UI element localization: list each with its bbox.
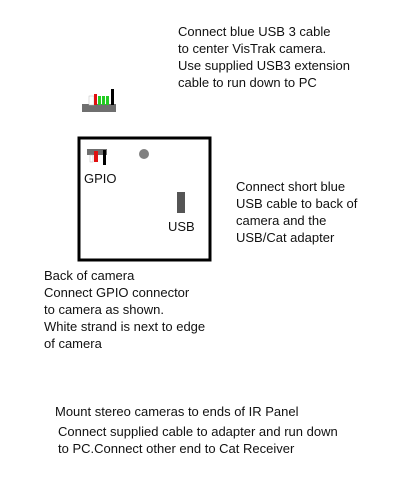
note-mount-stereo-cameras: Mount stereo cameras to ends of IR Panel (55, 404, 299, 419)
gpio-port-icon (87, 149, 107, 165)
wire-black (111, 89, 114, 105)
note-supplied-cable: Connect supplied cable to adapter and ru… (58, 424, 338, 456)
camera-lens-icon (139, 149, 149, 159)
wire-green-3 (106, 96, 109, 105)
gpio-port-white-pin (89, 154, 94, 163)
wire-red (94, 94, 97, 105)
gpio-connector-with-wires-icon (82, 89, 116, 112)
usb-label: USB (168, 219, 195, 234)
wire-white (88, 95, 95, 106)
usb-port-icon (177, 192, 185, 213)
camera-back-outline (77, 136, 212, 262)
gpio-port-black-pin (103, 150, 106, 165)
gpio-port-red-pin (94, 151, 98, 162)
note-usb3-cable: Connect blue USB 3 cable to center VisTr… (178, 24, 350, 90)
note-short-usb-cable: Connect short blue USB cable to back of … (236, 179, 358, 245)
connector-base (82, 104, 116, 112)
wire-green-2 (102, 96, 105, 105)
gpio-label: GPIO (84, 171, 117, 186)
note-back-of-camera: Back of camera Connect GPIO connector to… (44, 268, 206, 351)
wire-green-1 (98, 96, 101, 105)
